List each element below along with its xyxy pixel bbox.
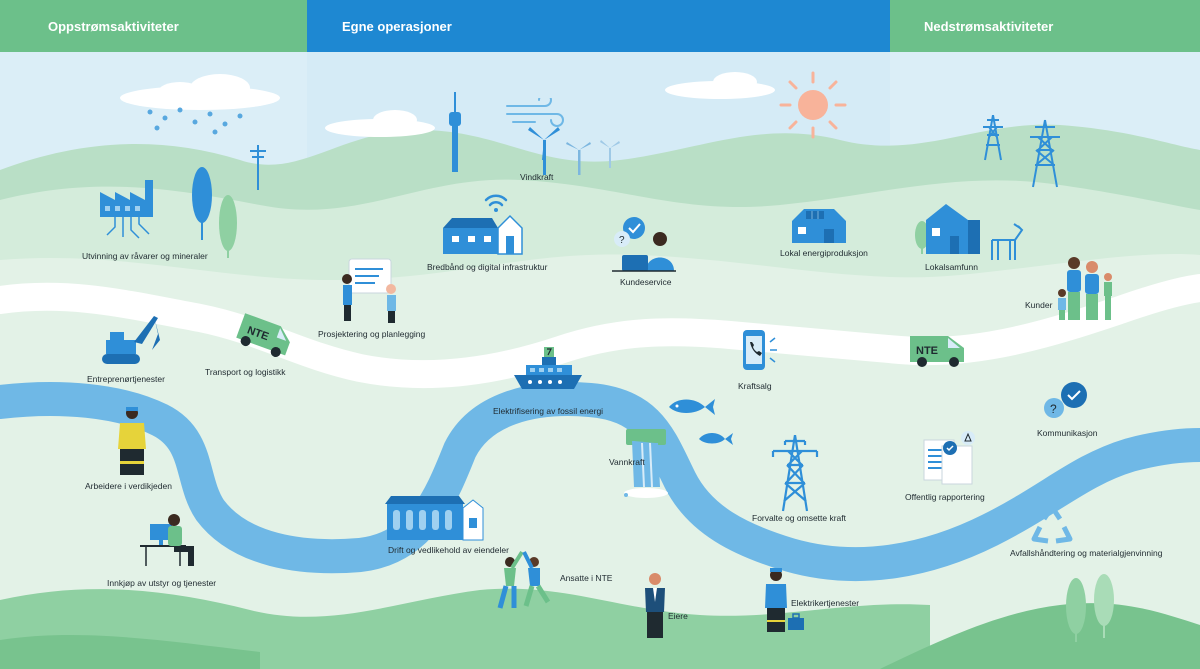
- svg-text:?: ?: [619, 235, 625, 246]
- factory-icon: [100, 180, 153, 239]
- label-local-energy: Lokal energiproduksjon: [780, 248, 868, 258]
- tower-icon: [449, 92, 461, 172]
- broadband-house-icon: [443, 194, 523, 255]
- construction-worker-icon: [118, 407, 146, 475]
- label-customer-service: Kundeservice: [620, 277, 672, 287]
- electric-ferry-icon: [514, 347, 582, 389]
- label-electrification: Elektrifisering av fossil energi: [493, 406, 604, 416]
- fish-icon: [669, 399, 733, 445]
- recycling-icon: [1031, 505, 1073, 544]
- employees-high-five-icon: [497, 550, 551, 609]
- label-public-reporting: Offentlig rapportering: [905, 492, 985, 502]
- customer-service-icon: ?: [612, 217, 676, 272]
- owner-person-icon: [645, 573, 665, 638]
- label-planning: Prosjektering og planlegging: [318, 329, 426, 339]
- van-brand-text: NTE: [916, 345, 938, 357]
- label-power-sales: Kraftsalg: [738, 381, 772, 391]
- label-workers: Arbeidere i verdikjeden: [85, 481, 172, 491]
- label-employees: Ansatte i NTE: [560, 573, 613, 583]
- trees-foreground-icon: [1066, 574, 1114, 642]
- label-raw-materials: Utvinning av råvarer og mineraler: [82, 251, 208, 261]
- power-pylon-icon: [771, 435, 819, 512]
- report-documents-icon: [923, 431, 975, 485]
- label-wind-power: Vindkraft: [520, 172, 554, 182]
- electrician-icon: [765, 568, 804, 632]
- local-community-icon: [915, 204, 1024, 260]
- nte-van-icon: NTE: [910, 336, 964, 367]
- header-own-operations: Egne operasjoner: [342, 18, 452, 34]
- label-customers: Kunder: [1025, 300, 1053, 310]
- sun-icon: [779, 71, 847, 139]
- label-manage-power: Forvalte og omsette kraft: [752, 513, 847, 523]
- waterfall-icon: [624, 429, 672, 498]
- label-communication: Kommunikasjon: [1037, 428, 1098, 438]
- svg-text:?: ?: [1050, 402, 1057, 416]
- planning-icon: [342, 258, 396, 323]
- procurement-desk-icon: [140, 514, 194, 566]
- header-upstream: Oppstrømsaktiviteter: [48, 18, 179, 34]
- label-maintenance: Drift og vedlikehold av eiendeler: [388, 545, 509, 555]
- label-transport: Transport og logistikk: [205, 367, 286, 377]
- customers-family-icon: [1058, 257, 1112, 320]
- communication-bubbles-icon: ?: [1044, 382, 1087, 418]
- label-waste: Avfallshåndtering og materialgjenvinning: [1010, 548, 1163, 558]
- header-downstream: Nedstrømsaktiviteter: [924, 18, 1054, 34]
- label-contractors: Entreprenørtjenester: [87, 374, 165, 384]
- label-electrician: Elektrikertjenester: [791, 598, 860, 608]
- wind-turbines-icon: [528, 127, 620, 175]
- label-local-community: Lokalsamfunn: [925, 262, 978, 272]
- label-broadband: Bredbånd og digital infrastruktur: [427, 262, 548, 272]
- label-owners: Eiere: [668, 611, 688, 621]
- power-station-building-icon: [385, 496, 484, 541]
- excavator-icon: [102, 316, 160, 364]
- trees-icon: [192, 167, 237, 258]
- nte-van-transport-icon: NTE: [236, 313, 290, 358]
- label-procurement: Innkjøp av utstyr og tjenester: [107, 578, 217, 588]
- utility-pole-icon: [250, 145, 266, 190]
- wind-gust-icon: [506, 98, 564, 127]
- label-hydro-power: Vannkraft: [609, 457, 645, 467]
- power-pylons-icon: [983, 115, 1060, 188]
- phone-icon: [743, 330, 777, 370]
- solar-house-icon: [792, 209, 846, 243]
